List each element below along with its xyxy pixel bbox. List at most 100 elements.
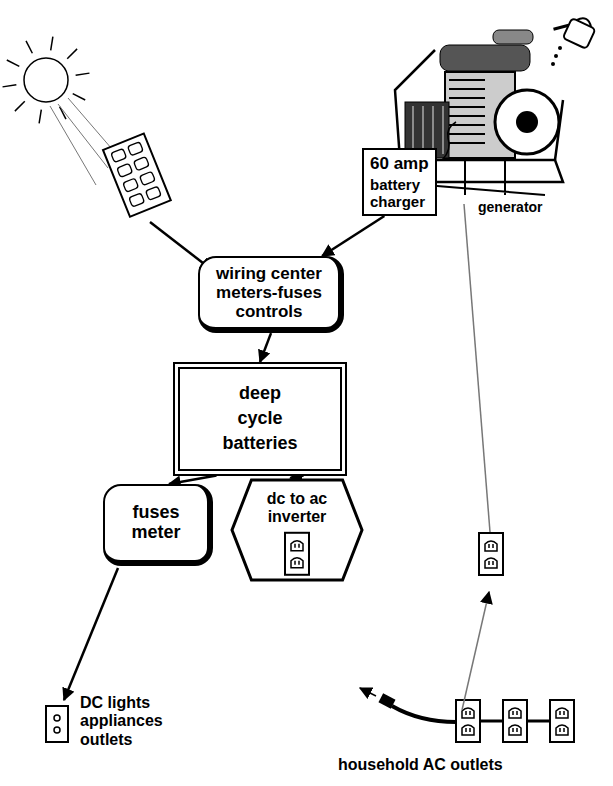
node-text: fuses meter	[129, 502, 183, 542]
flow-arrow	[290, 476, 303, 478]
slot	[469, 728, 471, 732]
slot	[294, 561, 296, 565]
receptacle	[556, 725, 568, 735]
cooling-fin	[449, 88, 485, 90]
dc-loads-label: DC lights appliances outlets	[80, 694, 163, 749]
slot	[559, 711, 561, 715]
slot	[512, 711, 514, 715]
solar-cell	[117, 163, 133, 177]
panel-frame	[103, 134, 171, 217]
socket	[54, 727, 60, 733]
receptacle	[291, 541, 303, 551]
sun-ray	[73, 94, 85, 100]
charger-lead	[442, 122, 456, 160]
slot	[469, 711, 471, 715]
cord-up-arrow	[462, 592, 489, 710]
can-handle	[577, 16, 594, 27]
outlet-plate	[285, 533, 309, 575]
slot	[488, 544, 490, 548]
receptacle	[509, 708, 521, 718]
plate	[46, 706, 68, 742]
receptacle	[485, 541, 497, 551]
slot	[563, 728, 565, 732]
solar-cell	[111, 148, 127, 162]
flow-arrow	[260, 333, 271, 362]
sun-ray	[7, 60, 19, 66]
receptacle	[462, 708, 474, 718]
fuel-can	[552, 8, 598, 49]
sun-ray	[3, 85, 17, 87]
wiring-center-box: wiring center meters-fuses controls	[198, 256, 344, 333]
receptacle	[485, 558, 497, 568]
generator-lead	[464, 204, 490, 532]
cooling-fin	[449, 115, 485, 117]
sun-disc	[24, 58, 68, 102]
outlet-plate	[479, 533, 503, 575]
power-cord	[392, 706, 456, 722]
alternator-rib	[412, 106, 414, 154]
alternator-rib	[422, 106, 424, 154]
node-text: dc to ac inverter	[256, 490, 338, 527]
flywheel-hub	[516, 111, 538, 133]
sun-ray	[39, 110, 41, 124]
outlet-plate	[503, 700, 527, 742]
fuel-drop	[551, 62, 555, 66]
node-text: wiring center meters-fuses controls	[208, 264, 330, 321]
flywheel	[495, 90, 559, 154]
solar-cell	[123, 178, 139, 192]
receptacle	[556, 708, 568, 718]
ac-outlets-label: household AC outlets	[338, 756, 503, 774]
node-text: 60 amp	[370, 154, 429, 174]
cooling-fin	[449, 106, 485, 108]
outlet-plate	[456, 700, 480, 742]
inverter-hexagon: dc to ac inverter	[230, 478, 364, 582]
alternator-rib	[442, 106, 444, 154]
solar-cell	[145, 186, 161, 200]
flow-arrow	[169, 476, 217, 484]
slot	[563, 711, 565, 715]
outlet-symbol	[503, 700, 527, 742]
cooling-fin	[449, 124, 485, 126]
receptacle	[509, 725, 521, 735]
fuel-drop	[558, 46, 562, 50]
flow-arrow	[322, 216, 384, 256]
solar-cell	[128, 142, 144, 156]
solar-cell	[129, 193, 145, 207]
outlet-link	[480, 720, 550, 723]
slot	[465, 711, 467, 715]
sun-ray	[15, 101, 25, 111]
plug	[378, 693, 395, 708]
can-body	[563, 18, 596, 49]
solar-panel	[103, 134, 171, 217]
slot	[516, 728, 518, 732]
fuses-meter-box: fuses meter	[103, 484, 213, 566]
engine-detail	[425, 160, 545, 195]
receptacle	[291, 558, 303, 568]
solar-cell	[139, 171, 155, 185]
dc-arrow	[64, 568, 118, 700]
alternator-rib	[432, 106, 434, 154]
cooling-fin	[449, 97, 485, 99]
generator-label: generator	[478, 199, 543, 215]
sun	[3, 37, 118, 185]
hexagon-shape	[232, 480, 362, 580]
outlet-symbol	[550, 700, 574, 742]
sun-ray	[67, 49, 77, 59]
slot	[516, 711, 518, 715]
cooling-fin	[449, 79, 485, 81]
sun-ray	[51, 37, 53, 51]
slot	[559, 728, 561, 732]
receptacle	[462, 725, 474, 735]
dc-switch-plate	[46, 706, 68, 742]
outlet-symbol	[285, 533, 309, 575]
frame-tube	[395, 50, 563, 160]
slot	[465, 728, 467, 732]
fuel-drop	[554, 54, 558, 58]
slot	[488, 561, 490, 565]
slot	[512, 728, 514, 732]
outlet-symbol	[479, 533, 503, 575]
solar-cell	[133, 157, 149, 171]
battery-box: deep cycle batteries	[173, 362, 347, 476]
light-beam	[50, 106, 96, 185]
